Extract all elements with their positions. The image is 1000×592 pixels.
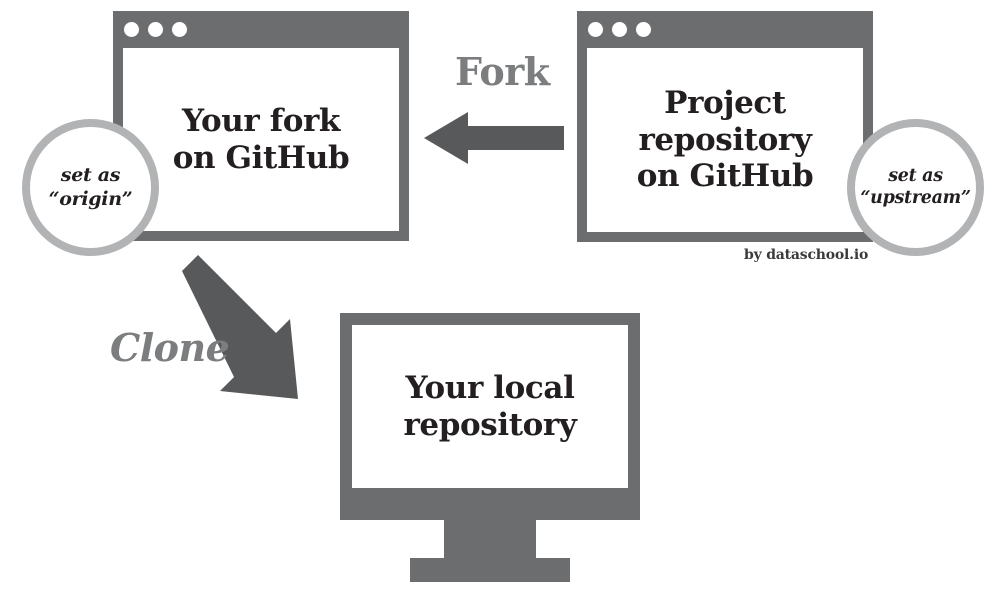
local-monitor-label-line1: Your local [405, 369, 575, 406]
fork-arrow-icon [424, 112, 564, 164]
local-monitor-label-line2: repository [403, 406, 577, 443]
upstream-badge: set as “upstream” [847, 119, 984, 256]
project-browser-screen: Project repository on GitHub [587, 48, 863, 232]
origin-badge-text: set as “origin” [49, 164, 133, 212]
project-browser-window: Project repository on GitHub [577, 11, 873, 242]
window-dot-maximize-icon [172, 22, 187, 37]
origin-badge-line2: “origin” [48, 187, 133, 210]
local-monitor-base [410, 558, 570, 582]
attribution-text: by dataschool.io [744, 247, 869, 263]
fork-browser-screen: Your fork on GitHub [123, 48, 399, 231]
browser-titlebar [577, 11, 873, 48]
window-dot-close-icon [124, 22, 139, 37]
window-dot-minimize-icon [612, 22, 627, 37]
fork-window-label-line2: on GitHub [172, 139, 350, 176]
fork-arrow-label: Fork [455, 49, 550, 94]
fork-browser-window: Your fork on GitHub [113, 11, 409, 241]
local-monitor-stem [444, 520, 536, 558]
browser-titlebar [113, 11, 409, 48]
project-window-label-line1: Project [664, 85, 786, 122]
window-dot-maximize-icon [636, 22, 651, 37]
fork-window-label-line1: Your fork [181, 102, 340, 139]
local-monitor-label: Your local repository [404, 370, 577, 443]
fork-window-label: Your fork on GitHub [172, 102, 350, 176]
project-window-label: Project repository on GitHub [636, 85, 814, 195]
origin-badge: set as “origin” [22, 119, 159, 256]
local-monitor-screen: Your local repository [352, 325, 628, 488]
upstream-badge-line2: “upstream” [860, 187, 971, 208]
upstream-badge-text: set as “upstream” [860, 165, 971, 210]
window-dot-minimize-icon [148, 22, 163, 37]
origin-badge-line1: set as [60, 163, 121, 186]
clone-arrow-icon [182, 255, 298, 399]
clone-arrow-label: Clone [110, 325, 230, 370]
project-window-label-line2: repository [638, 121, 812, 158]
upstream-badge-line1: set as [888, 165, 943, 186]
window-dot-close-icon [588, 22, 603, 37]
project-window-label-line3: on GitHub [636, 158, 814, 195]
